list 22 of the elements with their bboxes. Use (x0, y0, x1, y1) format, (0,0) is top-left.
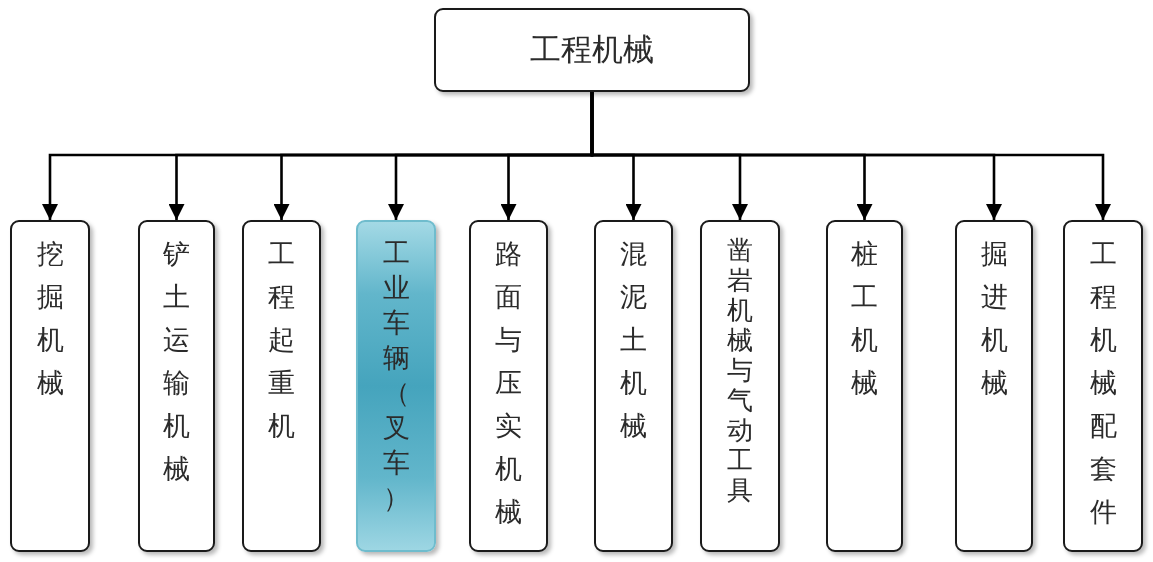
category-label: 铲土运输机械 (163, 237, 190, 486)
category-label: 工程机械 (530, 30, 654, 69)
category-box (826, 220, 903, 552)
category-box (469, 220, 548, 552)
category-box (594, 220, 673, 552)
category-box (10, 220, 90, 552)
category-box (242, 220, 321, 552)
category-label: 工程起重机 (268, 237, 295, 443)
category-label: 路面与压实机械 (495, 237, 522, 529)
category-box (1063, 220, 1143, 552)
category-box (700, 220, 780, 552)
root-category-box (434, 8, 750, 92)
category-label: 混泥土机械 (620, 237, 647, 443)
category-box (955, 220, 1033, 552)
category-label: 掘进机械 (980, 237, 1008, 400)
category-label: 工业车辆（叉车） (382, 236, 410, 515)
category-label: 挖掘机械 (36, 237, 64, 400)
category-label: 桩工机械 (851, 237, 878, 400)
category-label: 工程机械配套件 (1089, 237, 1117, 529)
category-box (356, 220, 436, 552)
category-label: 凿岩机械与气动工具 (727, 235, 753, 505)
category-box (138, 220, 215, 552)
